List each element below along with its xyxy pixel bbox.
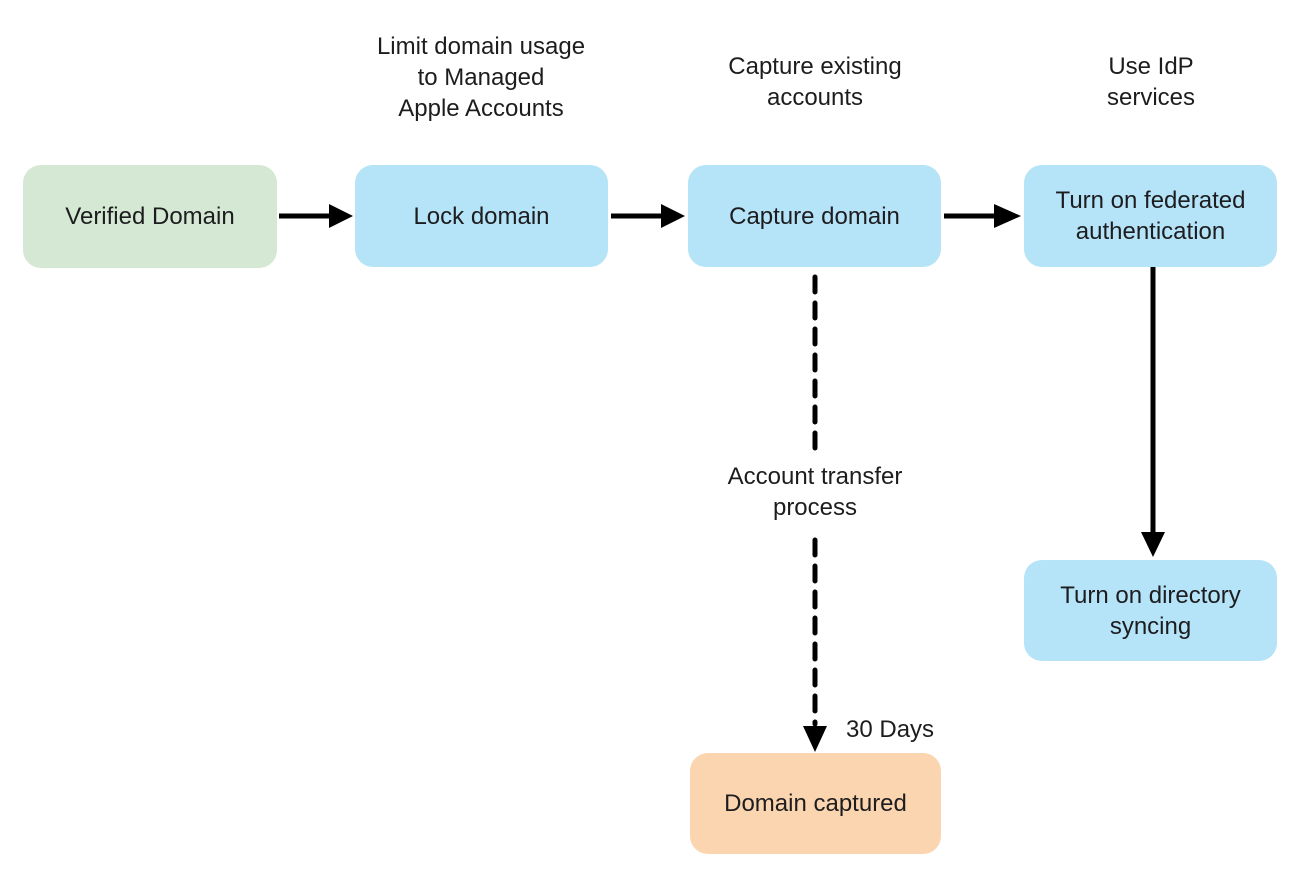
label-30-days: 30 Days — [846, 716, 935, 743]
arrow-capture-to-federated — [944, 204, 1021, 228]
node-capture-domain: Capture domain — [688, 165, 941, 267]
arrow-capture-to-captured — [803, 274, 827, 752]
node-verified-domain: Verified Domain — [23, 165, 277, 268]
node-turn-on-directory-syncing: Turn on directory syncing — [1024, 560, 1277, 661]
node-domain-captured: Domain captured — [690, 753, 941, 854]
label-limit-domain-usage: Limit domain usage to Managed Apple Acco… — [376, 33, 586, 122]
arrow-lock-to-capture — [611, 204, 685, 228]
arrow-verified-to-lock — [279, 204, 353, 228]
node-turn-on-federated-authentication: Turn on federated authentication — [1024, 165, 1277, 267]
label-use-idp-services: Use IdP services — [1106, 53, 1196, 111]
arrow-federated-to-syncing — [1141, 267, 1165, 557]
label-account-transfer-process: Account transfer process — [727, 463, 903, 521]
node-lock-domain: Lock domain — [355, 165, 608, 267]
label-capture-existing-accounts: Capture existing accounts — [728, 53, 902, 111]
